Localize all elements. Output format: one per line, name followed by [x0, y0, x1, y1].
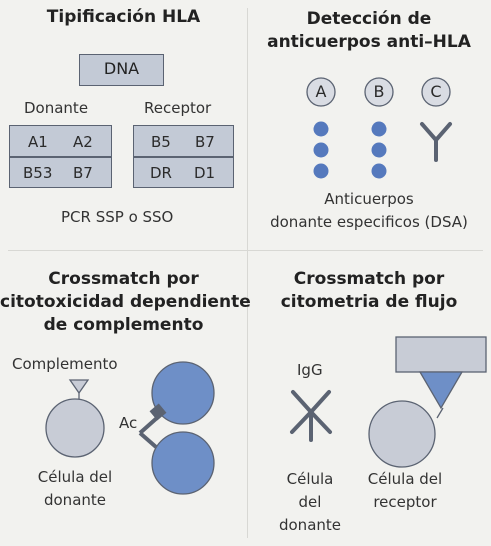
- donor-box-divider: [9, 156, 112, 158]
- recipient-label: Receptor: [144, 99, 212, 117]
- igg-antibody-icon: [290, 390, 332, 442]
- donor-allele: B7: [73, 164, 93, 182]
- blue-cell-upper: [151, 361, 215, 425]
- detector-connector: [436, 407, 444, 419]
- bead-label-c: C: [430, 82, 442, 101]
- donor-allele: B53: [23, 164, 53, 182]
- donor-cell-label-line2: donante: [43, 491, 106, 509]
- flow-recipient-cell-line2: receptor: [373, 493, 437, 511]
- recipient-cell-circle: [368, 400, 436, 468]
- horizontal-divider: [8, 250, 483, 251]
- ac-arm-upper: [138, 415, 160, 435]
- cdc-title-line3: de complemento: [43, 315, 204, 335]
- dsa-caption-line2: donante especificos (DSA): [270, 213, 468, 231]
- flow-donor-cell-line2: del: [298, 493, 322, 511]
- bead-dot: [313, 142, 329, 158]
- donor-label: Donante: [24, 99, 89, 117]
- ac-arm-lower: [138, 431, 158, 449]
- donor-cell-circle: [45, 398, 105, 458]
- bead-b-circle: [364, 77, 394, 107]
- typing-method: PCR SSP o SSO: [61, 208, 174, 226]
- bead-label-b: B: [373, 82, 385, 101]
- flow-title-line1: Crossmatch por: [293, 269, 445, 289]
- antibody-label: Ac: [119, 414, 138, 432]
- donor-cell-label-line1: Célula del: [37, 468, 113, 486]
- igg-label: IgG: [297, 361, 323, 379]
- flow-cytometer-box: [395, 336, 487, 373]
- flow-recipient-cell-line1: Célula del: [367, 470, 443, 488]
- flow-donor-cell-line1: Célula: [286, 470, 334, 488]
- recipient-allele: B7: [195, 133, 215, 151]
- hla-typing-title: Tipificación HLA: [46, 7, 201, 27]
- antibody-detection-title-line2: anticuerpos anti–HLA: [267, 32, 471, 52]
- dsa-caption-line1: Anticuerpos: [324, 190, 414, 208]
- dna-label: DNA: [103, 59, 140, 78]
- bead-dot: [313, 121, 329, 137]
- donor-allele: A2: [73, 133, 93, 151]
- cdc-title-line2: citotoxicidad dependiente: [0, 292, 251, 312]
- ac-binding-site-icon: [149, 403, 167, 421]
- detector-triangle-icon: [418, 371, 464, 410]
- complement-triangle-icon: [68, 379, 90, 395]
- blue-cell-lower: [151, 431, 215, 495]
- bead-c-circle: [421, 77, 451, 107]
- flow-title-line2: citometria de flujo: [280, 292, 458, 312]
- bead-dot: [313, 163, 329, 179]
- donor-allele: A1: [28, 133, 48, 151]
- cdc-title-line1: Crossmatch por: [48, 269, 199, 289]
- antibody-detection-title-line1: Detección de: [306, 9, 432, 29]
- bead-label-a: A: [315, 82, 327, 101]
- recipient-allele: B5: [151, 133, 171, 151]
- bead-dot: [371, 121, 387, 137]
- antibody-y-icon: [420, 122, 452, 162]
- complement-label: Complemento: [12, 355, 118, 373]
- flow-donor-cell-line3: donante: [278, 516, 341, 534]
- vertical-divider: [247, 8, 248, 538]
- recipient-allele: D1: [194, 164, 216, 182]
- bead-dot: [371, 163, 387, 179]
- recipient-box-divider: [133, 156, 234, 158]
- bead-a-circle: [306, 77, 336, 107]
- bead-dot: [371, 142, 387, 158]
- dna-box: [79, 54, 164, 86]
- recipient-allele: DR: [150, 164, 172, 182]
